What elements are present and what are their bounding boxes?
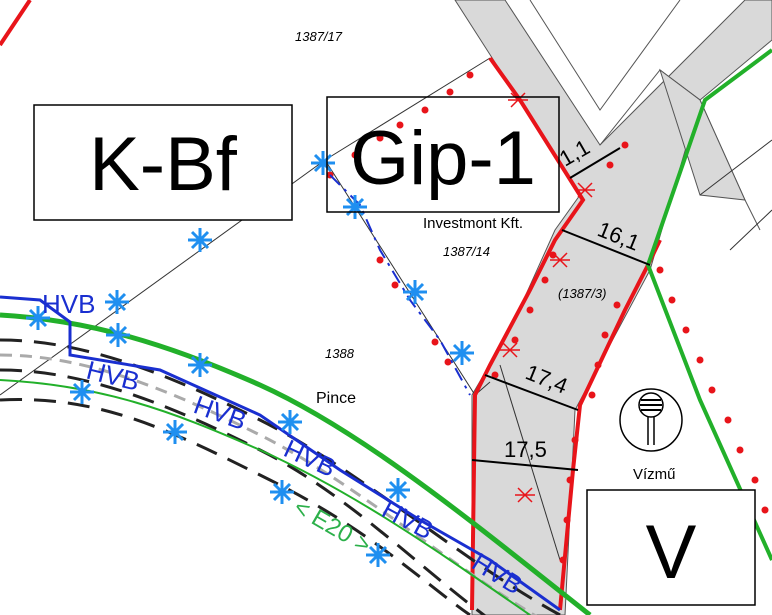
red-x-markers [500, 92, 595, 503]
dimension-lines [471, 147, 651, 471]
hvb-label: HVB [190, 389, 251, 435]
red-dots [326, 71, 769, 564]
building-label: Pince [316, 390, 356, 407]
plot-number: (1387/3) [558, 286, 606, 301]
road-top-left [529, 0, 681, 111]
blue-star-markers [26, 151, 474, 567]
zone-label-v: V [646, 510, 697, 595]
facility-label: Vízmű [633, 466, 676, 483]
zone-label-kbf: K-Bf [89, 122, 238, 207]
red-boundaries [0, 0, 662, 611]
dimension-value: 17,5 [504, 437, 547, 462]
water-tower-icon [619, 388, 683, 452]
plot-number: 1388 [325, 346, 355, 361]
zone-box-kbf: K-Bf [33, 104, 293, 221]
zone-box-gip: Gip-1 [326, 96, 560, 213]
plot-number: 1387/17 [295, 29, 343, 44]
zone-label-gip: Gip-1 [350, 116, 536, 201]
hvb-label: HVB [84, 355, 143, 397]
plot-number: 1387/14 [443, 244, 490, 259]
hvb-label: HVB [42, 289, 95, 319]
owner-label: Investmont Kft. [423, 215, 523, 232]
zone-box-v: V [586, 489, 756, 606]
